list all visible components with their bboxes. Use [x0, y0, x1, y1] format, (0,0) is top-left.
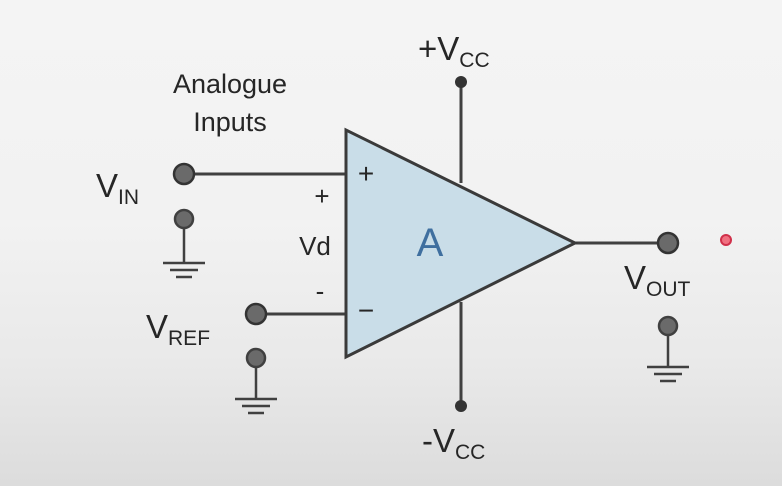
vin-ground-icon [163, 208, 205, 279]
vd-plus-sign: + [314, 181, 329, 211]
vref-terminal [244, 302, 268, 326]
inverting-input-sign: − [358, 295, 374, 326]
vd-label: Vd [299, 231, 331, 261]
terminals [172, 162, 680, 326]
vcc-neg-label: -VCC [422, 422, 485, 464]
vcc-neg-dot [455, 400, 467, 412]
vcc-pos-label: +VCC [418, 30, 490, 72]
vd-minus-sign: - [316, 276, 325, 306]
vin-label: VIN [96, 167, 139, 209]
vout-terminal [656, 231, 680, 255]
amplifier-gain-label: A [417, 221, 444, 265]
noninverting-input-sign: + [358, 158, 374, 189]
vref-ground-icon [235, 347, 277, 415]
vout-ground-icon [647, 315, 689, 383]
red-marker-dot [720, 234, 732, 246]
ground-symbols [163, 208, 689, 415]
op-amp-triangle [344, 127, 579, 360]
vin-terminal [172, 162, 196, 186]
vout-label: VOUT [624, 259, 691, 301]
inputs-caption-line2: Inputs [193, 107, 267, 137]
vcc-pos-dot [455, 76, 467, 88]
signal-wires [184, 172, 668, 316]
inputs-caption-line1: Analogue [173, 69, 287, 99]
vref-label: VREF [146, 308, 210, 350]
